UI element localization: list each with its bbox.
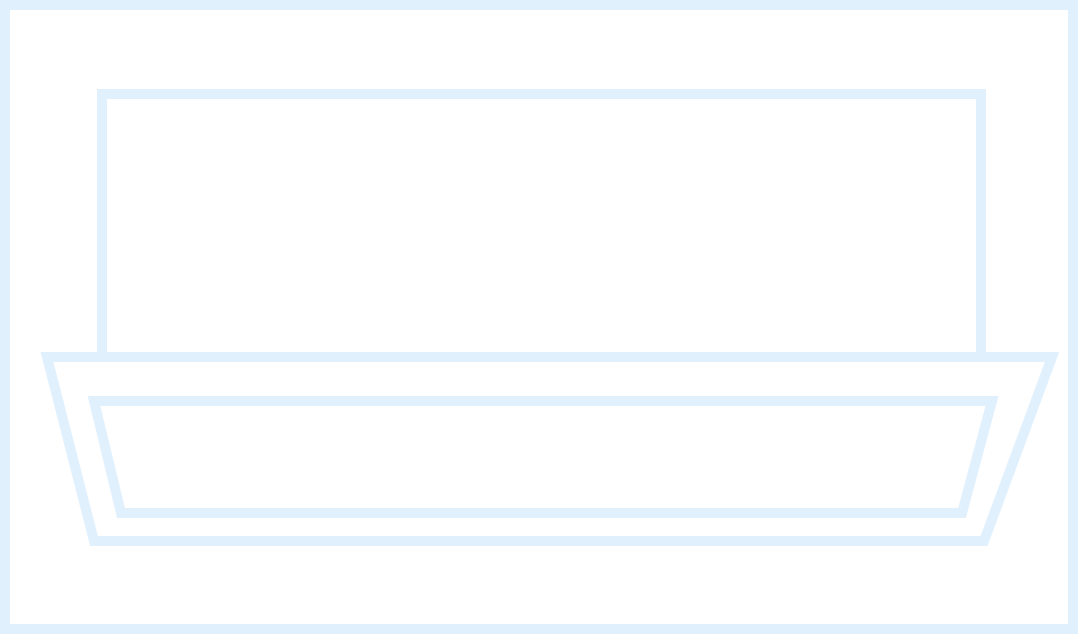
laptop-screen: [97, 89, 986, 356]
laptop-base: [40, 352, 1060, 546]
laptop-keyboard-area: [87, 396, 999, 518]
